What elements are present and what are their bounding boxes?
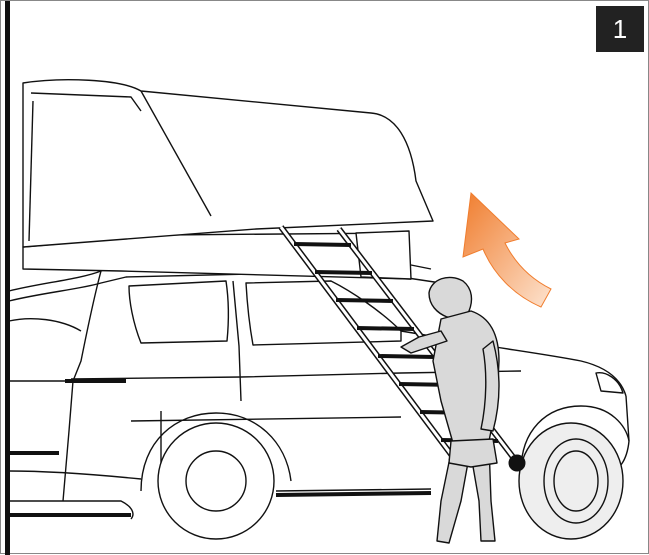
lift-direction-arrow bbox=[463, 193, 551, 307]
step-number-badge: 1 bbox=[596, 6, 644, 52]
front-wheel bbox=[519, 423, 623, 539]
roof-tent bbox=[23, 80, 433, 279]
rear-wheel bbox=[158, 423, 274, 539]
left-edge-bar bbox=[5, 1, 10, 555]
